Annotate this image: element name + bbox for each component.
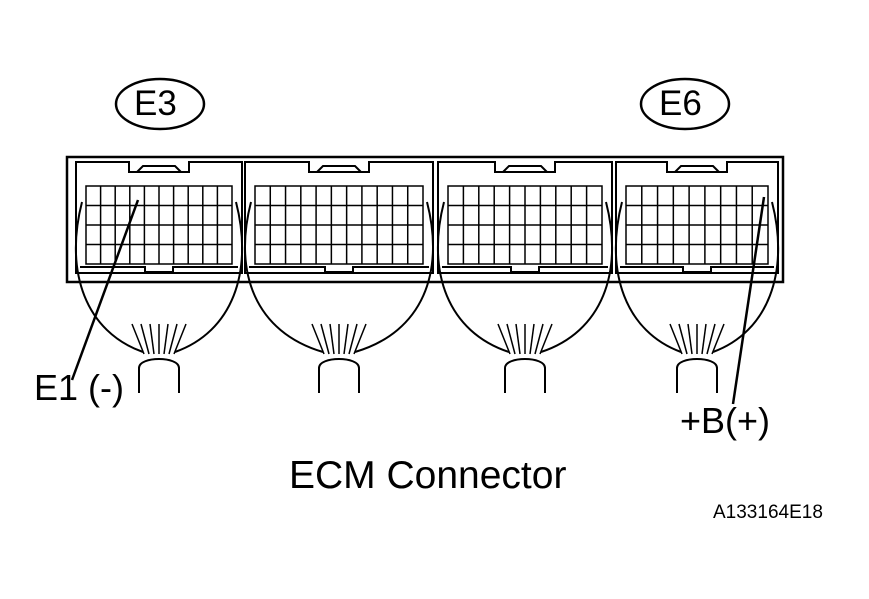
connector-block-outline [437, 161, 613, 274]
wire-strand [311, 323, 325, 355]
wire-strand [678, 323, 688, 355]
wire-strand [353, 323, 367, 355]
wire-strand [669, 323, 683, 355]
leader-line-plus-b [731, 196, 766, 405]
connector-latch [674, 165, 720, 173]
connector-latch [136, 165, 182, 173]
diagram-title: ECM Connector [289, 454, 567, 497]
wire-strand [701, 323, 707, 355]
connector-block-4 [614, 161, 780, 393]
connector-tag-e6: E6 [659, 84, 702, 123]
wire-strand [529, 323, 535, 355]
wire-bundle-curve [614, 201, 682, 353]
wire-strand [131, 323, 145, 355]
wire-strand [539, 323, 553, 355]
connector-block-outline [75, 161, 243, 274]
wire-strand [515, 323, 521, 355]
connector-rim [249, 266, 429, 273]
wire-bundle-curve [354, 201, 434, 353]
wire-strand [140, 323, 150, 355]
wire-strand [348, 323, 358, 355]
cable-sheath [504, 358, 546, 393]
wire-strand [149, 323, 155, 355]
wire-strand [320, 323, 330, 355]
connector-latch [502, 165, 548, 173]
wire-bundle-curve [244, 201, 324, 353]
cable-sheath [138, 358, 180, 393]
connector-tag-e3-ellipse [114, 77, 206, 131]
ecm-housing [65, 155, 785, 284]
wire-strand [506, 323, 516, 355]
cable-sheath [676, 358, 718, 393]
connector-rim [620, 266, 774, 273]
terminal-label-plus-b: +B(+) [680, 400, 771, 441]
wire-bundle-curve [540, 201, 614, 353]
connector-tag-e6-ellipse [639, 77, 731, 131]
connector-block-2 [244, 161, 434, 393]
wire-bundle-curve [712, 201, 780, 353]
connector-block-outline [615, 161, 779, 274]
wire-strand [687, 323, 693, 355]
connector-block-1 [74, 161, 244, 393]
wire-bundle-curve [74, 201, 144, 353]
wire-strand [706, 323, 716, 355]
wire-strand [711, 323, 725, 355]
connector-block-outline [244, 161, 434, 274]
wire-strand [343, 323, 349, 355]
connector-rim [442, 266, 608, 273]
wire-strand [534, 323, 544, 355]
leader-line-e1 [70, 199, 140, 381]
wire-bundle-curve [174, 201, 244, 353]
figure-code: A133164E18 [713, 502, 823, 523]
wire-strand [497, 323, 511, 355]
terminal-label-e1: E1 (-) [34, 367, 124, 408]
wire-bundle-curve [436, 201, 510, 353]
cable-sheath [318, 358, 360, 393]
connector-latch [316, 165, 362, 173]
wire-strand [329, 323, 335, 355]
connector-tag-e3: E3 [134, 84, 177, 123]
wire-strand [168, 323, 178, 355]
connector-rim [80, 266, 238, 273]
wire-strand [163, 323, 169, 355]
connector-block-3 [436, 161, 614, 393]
wire-strand [173, 323, 187, 355]
